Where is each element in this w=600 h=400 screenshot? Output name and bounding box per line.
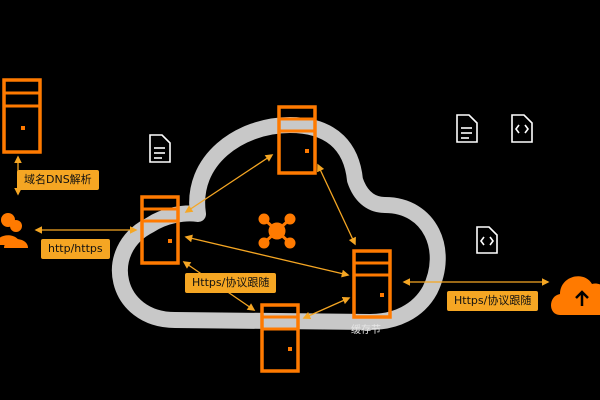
dns-server-icon bbox=[2, 78, 42, 154]
users-icon bbox=[0, 213, 28, 248]
http-https-label: http/https bbox=[41, 239, 110, 259]
code-file-icon bbox=[476, 226, 498, 254]
network-hub-icon bbox=[258, 213, 296, 249]
server-icon bbox=[277, 105, 317, 175]
document-icon bbox=[149, 134, 171, 163]
server-icon bbox=[352, 249, 392, 319]
cloud-upload-icon bbox=[551, 276, 600, 315]
code-file-icon bbox=[511, 114, 533, 143]
cloud-outline bbox=[111, 117, 446, 330]
https-protocol-follow-label: Https/协议跟随 bbox=[447, 291, 539, 311]
dns-resolution-label: 域名DNS解析 bbox=[17, 170, 99, 190]
https-protocol-follow-label: Https/协议跟随 bbox=[185, 273, 277, 293]
cache-node-caption: 缓存节 bbox=[351, 325, 381, 336]
document-icon bbox=[456, 114, 478, 143]
